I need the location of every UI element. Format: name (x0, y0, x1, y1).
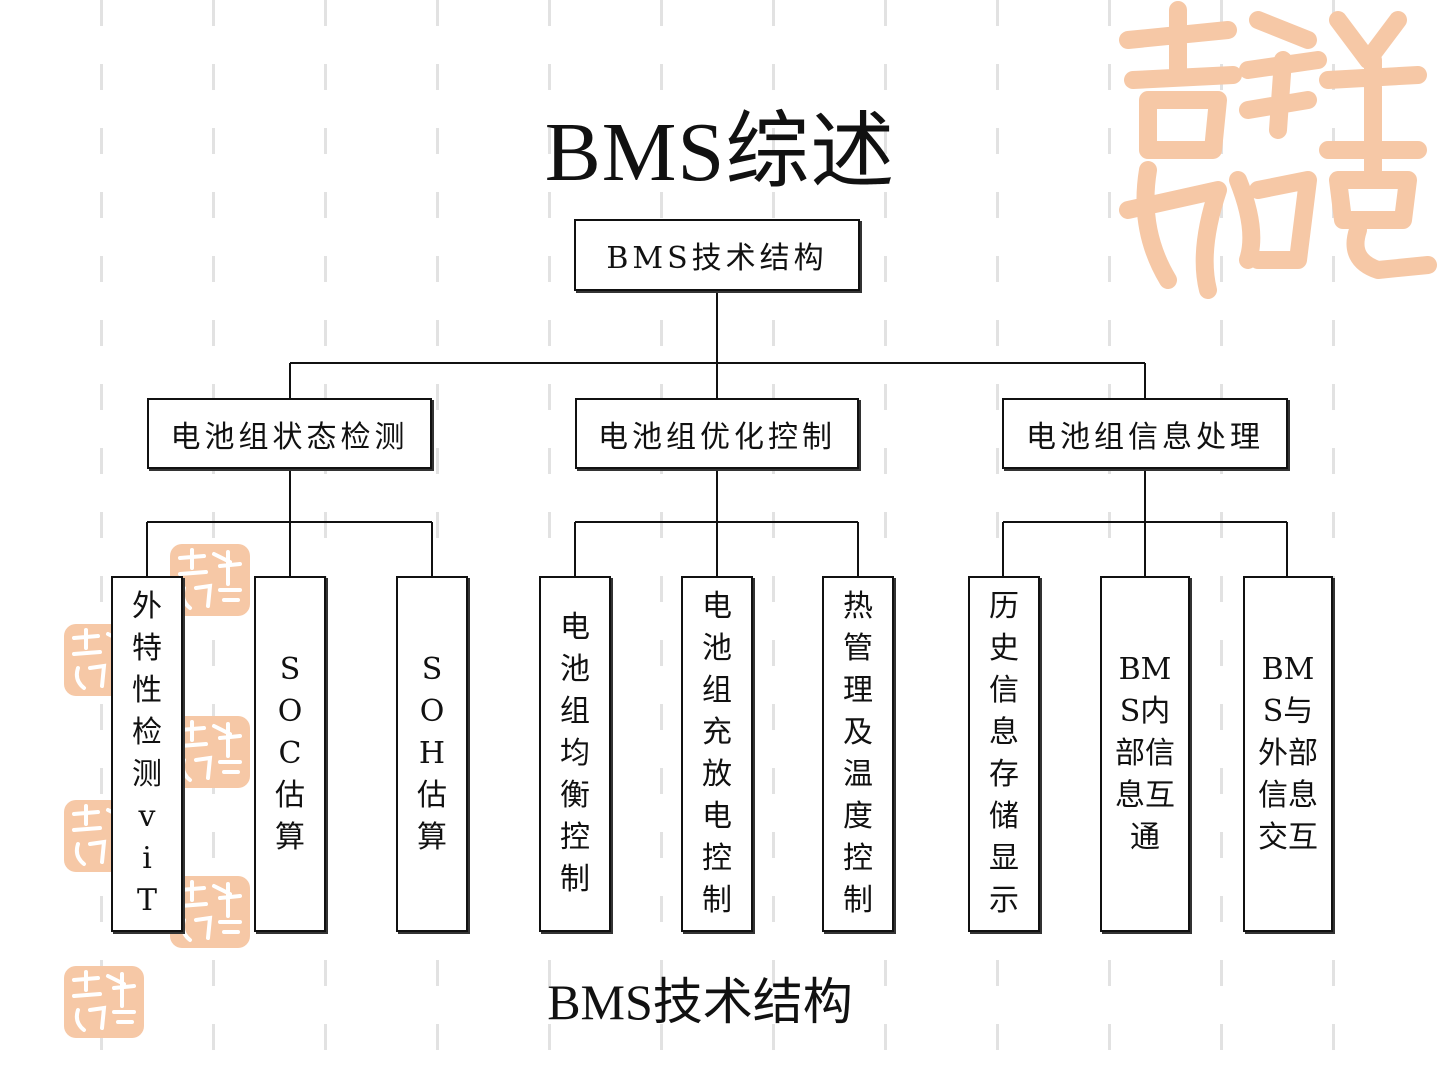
seal-logo-small (170, 544, 250, 616)
seal-logo-large (1119, 1, 1437, 299)
seal-logo-small (64, 966, 144, 1038)
background-dash-line (1332, 0, 1335, 1080)
background-dash-line (324, 0, 327, 1080)
leaf-node-label: 外特性检测v i T (132, 589, 162, 918)
leaf-node-label: 热管理及温度控制 (843, 589, 873, 918)
leaf-node: 热管理及温度控制 (822, 576, 894, 932)
background-dash-line (884, 0, 887, 1080)
seal-logo-small (170, 876, 250, 948)
background-dash-line (660, 0, 663, 1080)
leaf-node: 电池组均衡控制 (539, 576, 611, 932)
leaf-node: 外特性检测v i T (111, 576, 183, 932)
seal-logo-small (170, 716, 250, 788)
leaf-node-label: SOH估算 (417, 652, 447, 855)
diagram-caption: BMS技术结构 (547, 974, 853, 1030)
branch-node-label: 电池组状态检测 (170, 419, 409, 455)
leaf-node: SOH估算 (396, 576, 468, 932)
background-dash-line (436, 0, 439, 1080)
leaf-node: 历史信息存储显示 (968, 576, 1040, 932)
leaf-node-label: BMS内部信息互通 (1115, 652, 1175, 855)
background-dash-line (1108, 0, 1111, 1080)
branch-node-optimization-control: 电池组优化控制 (575, 398, 859, 469)
leaf-node-label: BMS与外部信息交互 (1258, 652, 1318, 855)
background-dash-line (996, 0, 999, 1080)
background-dash-line (548, 0, 551, 1080)
background-dash-line (100, 0, 103, 1080)
leaf-node-label: 历史信息存储显示 (989, 589, 1019, 918)
leaf-node: SOC估算 (254, 576, 326, 932)
leaf-node: BMS内部信息互通 (1100, 576, 1190, 932)
leaf-node-label: SOC估算 (275, 652, 305, 855)
background-dash-line (772, 0, 775, 1080)
branch-node-label: 电池组优化控制 (598, 419, 836, 455)
leaf-node-label: 电池组充放电控制 (702, 589, 732, 918)
leaf-node-label: 电池组均衡控制 (560, 610, 590, 897)
branch-node-label: 电池组信息处理 (1026, 419, 1264, 455)
page-title: BMS综述 (544, 106, 896, 199)
leaf-node: BMS与外部信息交互 (1243, 576, 1333, 932)
background-dash-line (1220, 0, 1223, 1080)
leaf-node: 电池组充放电控制 (681, 576, 753, 932)
background-dash-line (212, 0, 215, 1080)
branch-node-state-detection: 电池组状态检测 (147, 398, 432, 469)
root-node-label: BMS技术结构 (606, 241, 828, 276)
root-node: BMS技术结构 (574, 219, 860, 291)
branch-node-information-processing: 电池组信息处理 (1002, 398, 1288, 469)
